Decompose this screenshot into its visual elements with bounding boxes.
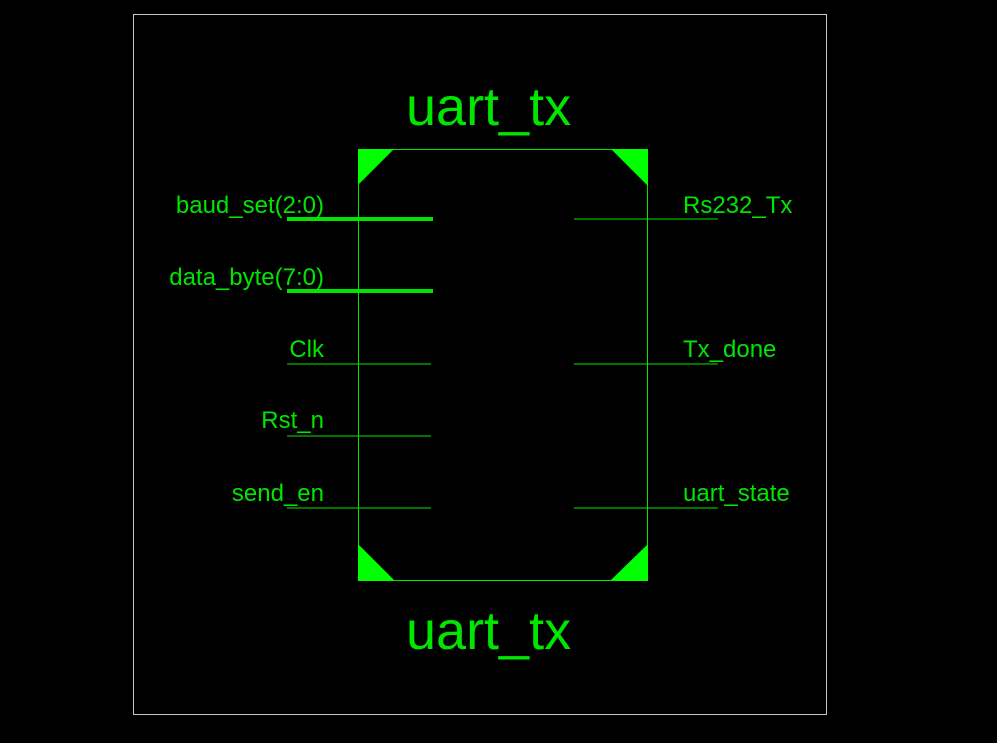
output-pin-label-rs232-tx: Rs232_Tx	[683, 192, 793, 219]
corner-marker-top-right	[611, 149, 648, 186]
output-pin-label-uart-state: uart_state	[683, 480, 790, 507]
input-pin-label-rst-n: Rst_n	[261, 407, 324, 434]
symbol-name-top: uart_tx	[406, 77, 572, 137]
corner-marker-bottom-right	[610, 544, 648, 581]
corner-marker-bottom-left	[358, 544, 395, 581]
symbol-body[interactable]	[358, 149, 648, 581]
input-pin-label-clk: Clk	[289, 336, 324, 363]
output-pin-label-tx-done: Tx_done	[683, 336, 777, 363]
input-pin-label-baud-set: baud_set(2:0)	[175, 192, 324, 219]
input-pin-label-data-byte: data_byte(7:0)	[169, 264, 324, 291]
input-pin-label-send-en: send_en	[231, 480, 324, 507]
corner-marker-top-left	[358, 149, 394, 185]
sheet-border	[133, 14, 827, 715]
symbol-name-bottom: uart_tx	[406, 601, 572, 661]
